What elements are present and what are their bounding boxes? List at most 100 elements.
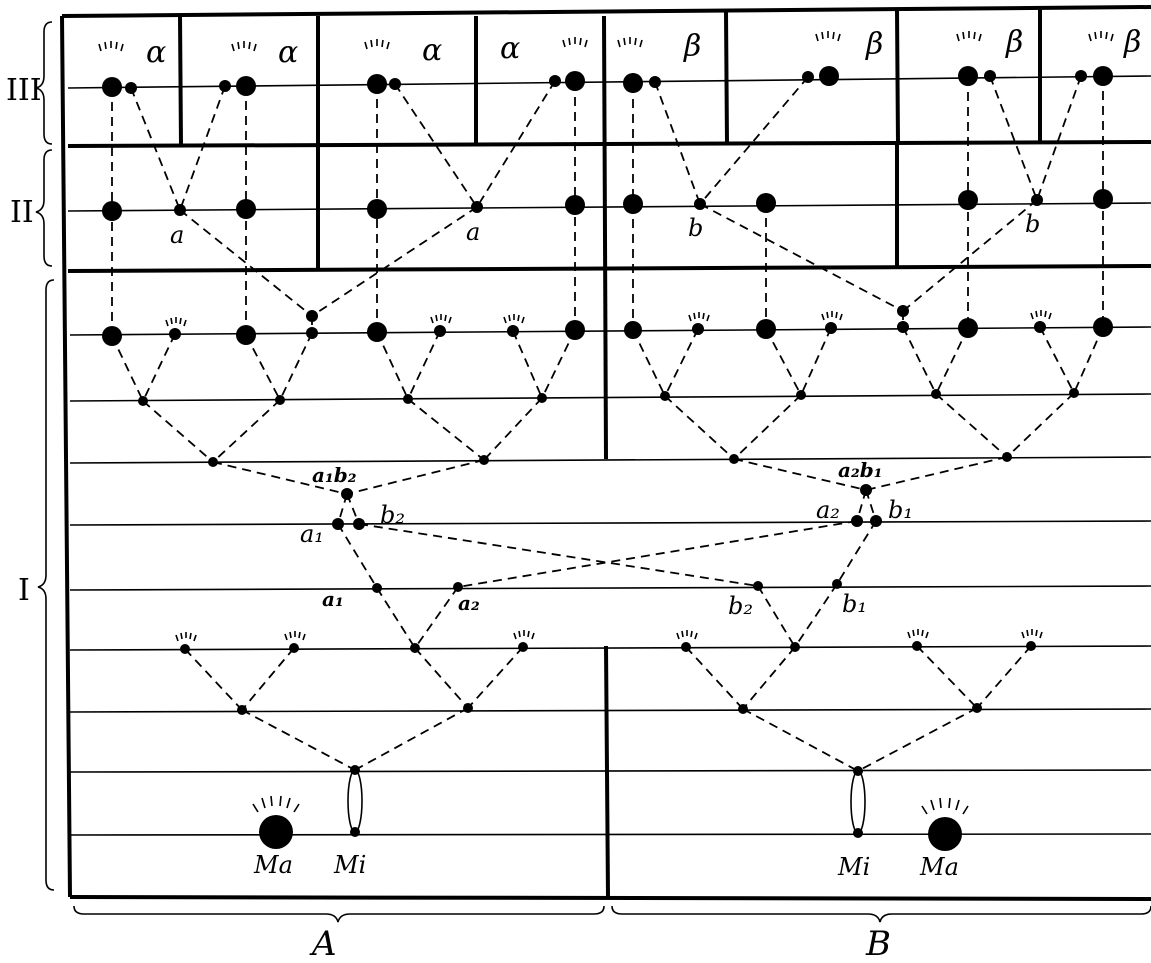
micronucleus <box>738 704 748 714</box>
generation-label-1: I <box>18 573 30 608</box>
label-a2-lower: a₂ <box>458 591 480 615</box>
ray-icon <box>618 37 642 47</box>
macronucleus <box>1093 317 1113 337</box>
micronucleus <box>1031 194 1043 206</box>
micronucleus <box>275 395 285 405</box>
micronucleus <box>729 454 739 464</box>
micronucleus <box>1069 388 1079 398</box>
micronucleus <box>353 518 365 530</box>
micronucleus <box>341 488 353 500</box>
ray-icon <box>285 631 305 640</box>
label-a1-lower: a₁ <box>322 587 344 611</box>
macronucleus <box>367 74 387 94</box>
ray-icon <box>689 312 709 321</box>
label-a1b2: a₁b₂ <box>312 463 357 487</box>
gen3-label: β <box>683 29 701 64</box>
gen3-label: α <box>422 33 442 68</box>
ray-icon <box>176 632 196 641</box>
ray-icon <box>253 796 299 812</box>
micronucleus <box>796 390 806 400</box>
macronucleus <box>958 190 978 210</box>
ray-icon <box>957 31 981 41</box>
micronucleus <box>180 644 190 654</box>
ray-icon <box>431 314 451 323</box>
gen3-labels: α α α α β β β β <box>146 25 1141 70</box>
micronucleus <box>518 642 528 652</box>
gen3-label: α <box>278 35 298 70</box>
macronucleus <box>367 199 387 219</box>
label-a2b1: a₂b₁ <box>838 458 882 482</box>
label-b2-upper: b₂ <box>380 501 405 529</box>
micronucleus <box>660 391 670 401</box>
micronucleus <box>753 581 763 591</box>
ray-icon <box>1031 310 1051 319</box>
generation-braces: III II I <box>6 22 54 890</box>
micronucleus <box>897 305 909 317</box>
ray-icon <box>1022 629 1042 638</box>
gen3-label: β <box>1005 25 1023 60</box>
micronucleus <box>434 325 446 337</box>
micronucleus <box>1026 641 1036 651</box>
micronucleus <box>897 321 909 333</box>
ray-icon <box>365 39 389 49</box>
micronucleus <box>372 583 382 593</box>
micronucleus <box>853 766 863 776</box>
macronucleus <box>367 322 387 342</box>
macronucleus <box>958 66 978 86</box>
micronucleus <box>174 204 186 216</box>
micronucleus <box>1002 452 1012 462</box>
group-label-a: A <box>309 924 337 963</box>
micronucleus <box>237 705 247 715</box>
label-b1-upper: b₁ <box>888 496 913 524</box>
gen2-label: b <box>1025 210 1040 238</box>
label-mi-right: Mi <box>837 853 870 881</box>
generation-label-3: III <box>6 73 42 108</box>
micronucleus <box>350 827 360 837</box>
micronucleus <box>410 643 420 653</box>
micronucleus <box>125 82 137 94</box>
micronucleus <box>912 641 922 651</box>
micronucleus <box>306 310 318 322</box>
ray-icon <box>99 41 123 51</box>
micronucleus <box>507 325 519 337</box>
micronucleus <box>825 322 837 334</box>
gen3-label: α <box>500 31 520 66</box>
micronucleus <box>649 76 661 88</box>
micronucleus <box>790 642 800 652</box>
macronucleus <box>102 326 122 346</box>
label-b2-lower: b₂ <box>728 592 753 620</box>
micronucleus <box>219 80 231 92</box>
micronucleus <box>463 703 473 713</box>
micronucleus <box>332 518 344 530</box>
macronucleus <box>565 320 585 340</box>
gen3-label: β <box>865 27 883 62</box>
micronucleus <box>306 327 318 339</box>
macronucleus <box>623 194 643 214</box>
micronucleus <box>537 393 547 403</box>
micronucleus <box>931 389 941 399</box>
macronucleus <box>1093 189 1113 209</box>
micronucleus <box>984 70 996 82</box>
micronucleus <box>471 201 483 213</box>
ray-icon <box>1089 31 1113 41</box>
macronucleus <box>565 195 585 215</box>
gen2-label: a <box>170 221 184 249</box>
micronucleus <box>208 457 218 467</box>
label-ma-right: Ma <box>919 853 959 881</box>
ray-icon <box>166 317 186 326</box>
micronucleus <box>851 515 863 527</box>
micronucleus <box>1075 70 1087 82</box>
ray-icon <box>232 41 256 51</box>
micronucleus <box>479 455 489 465</box>
label-b1-lower: b₁ <box>842 590 867 618</box>
ray-icon <box>563 37 587 47</box>
generation-label-2: II <box>10 195 34 230</box>
macronucleus <box>236 76 256 96</box>
micronucleus <box>860 484 872 496</box>
diagram-frame <box>62 7 1151 899</box>
gen3-label: α <box>146 35 166 70</box>
macronucleus <box>236 199 256 219</box>
macronucleus <box>624 321 642 339</box>
micronucleus <box>549 75 561 87</box>
ray-icon <box>677 630 697 639</box>
